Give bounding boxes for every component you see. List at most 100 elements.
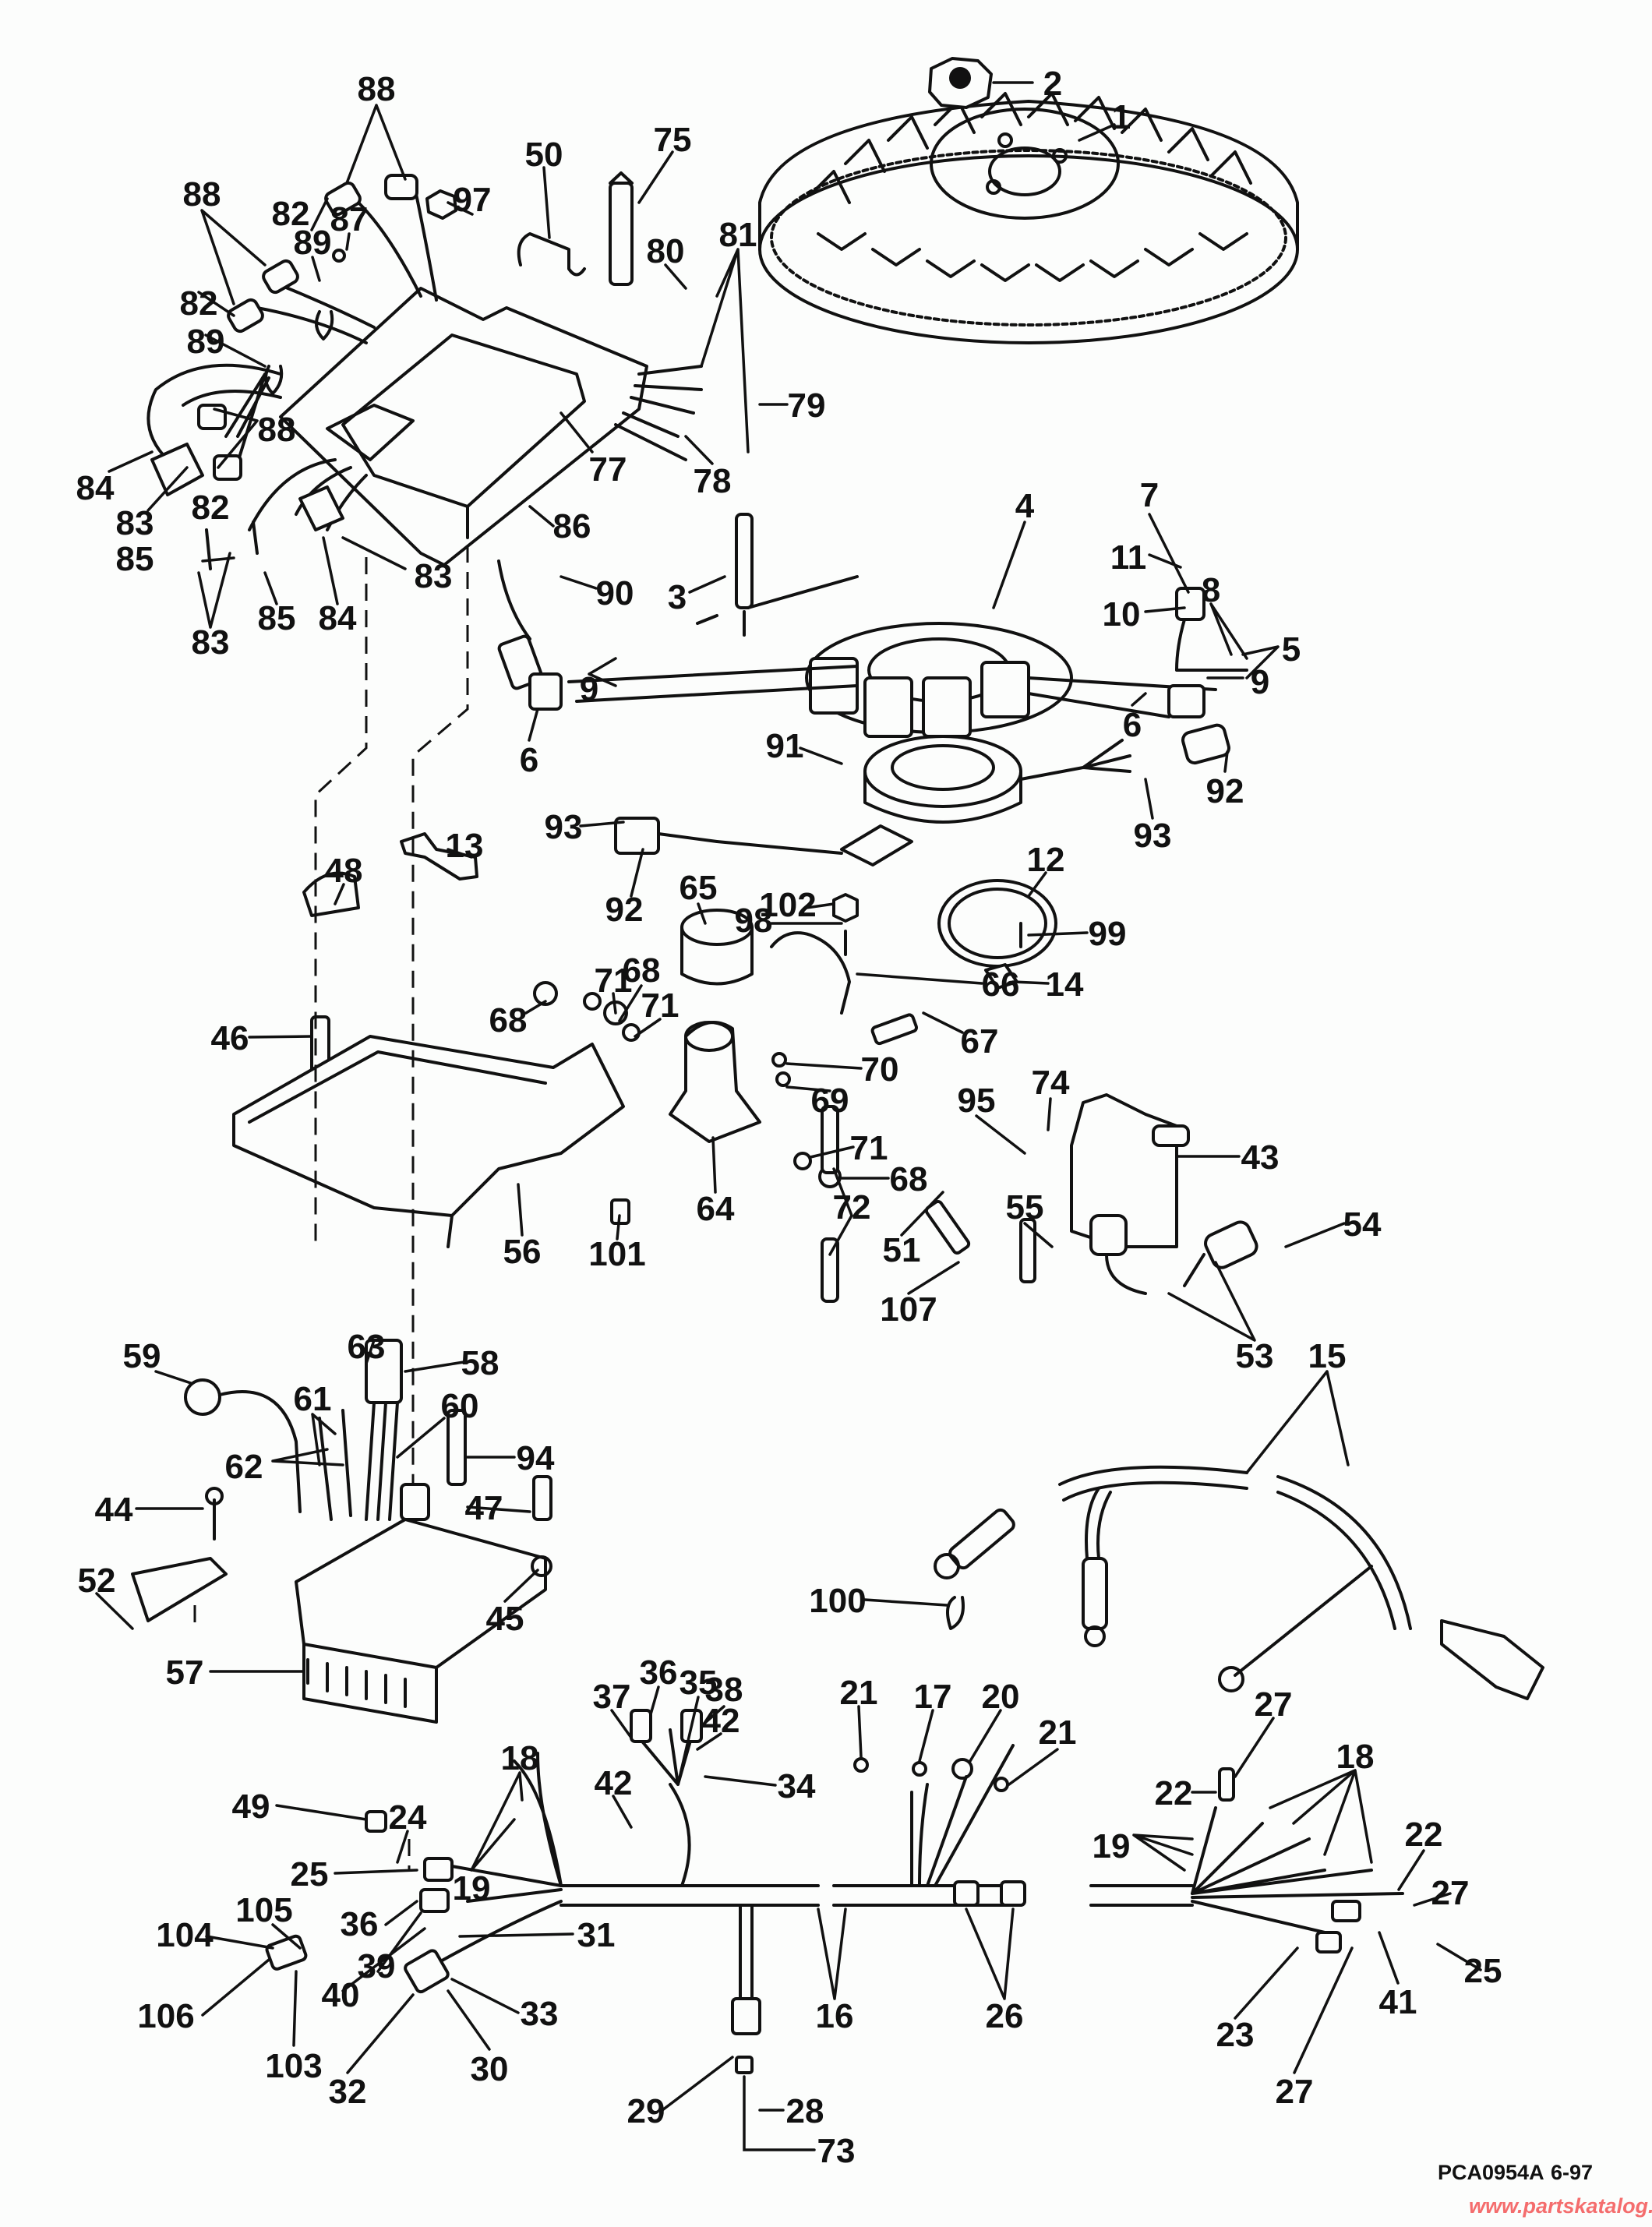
- callout-label: 63: [348, 1328, 386, 1366]
- callout-label: 75: [654, 121, 692, 159]
- wire-harness: [265, 1709, 1404, 2074]
- callout-label: 91: [766, 727, 804, 765]
- callout-label: 95: [958, 1082, 996, 1120]
- callout-label: 82: [180, 284, 218, 323]
- charge-coil: [614, 723, 1230, 866]
- callout-label: 42: [702, 1702, 740, 1740]
- callout-label: 58: [461, 1344, 499, 1382]
- callout-label: 85: [116, 540, 154, 578]
- callout-label: 107: [880, 1290, 937, 1329]
- callout-label: 25: [291, 1855, 329, 1893]
- callout-label: 50: [525, 136, 563, 174]
- flywheel-nut: [928, 57, 993, 109]
- drawing-date: 6-97: [1551, 2161, 1593, 2184]
- callout-label: 11: [1110, 538, 1147, 577]
- callout-label: 3: [668, 578, 687, 616]
- power-pack: [279, 287, 648, 566]
- hardware-top: [425, 171, 754, 637]
- retaining-ring: [937, 879, 1057, 968]
- callout-label: 71: [641, 986, 680, 1025]
- callout-label: 21: [1039, 1713, 1077, 1752]
- callout-label: 24: [389, 1798, 427, 1837]
- callout-label: 62: [225, 1448, 263, 1486]
- callout-label: 15: [1308, 1337, 1347, 1375]
- callout-label: 27: [1276, 2073, 1314, 2111]
- callout-label: 104: [156, 1916, 214, 1954]
- callout-label: 10: [1103, 595, 1141, 634]
- callout-label: 90: [596, 574, 634, 612]
- callout-label: 73: [817, 2132, 856, 2170]
- callout-label: 103: [265, 2047, 322, 2085]
- callout-label: 68: [623, 951, 661, 990]
- callout-label: 22: [1155, 1774, 1193, 1812]
- callout-label: 17: [914, 1678, 952, 1716]
- callout-label: 14: [1046, 965, 1084, 1004]
- callout-label: 88: [358, 70, 396, 108]
- callout-label: 16: [816, 1997, 854, 2035]
- callout-label: 8: [1202, 571, 1220, 609]
- callout-label: 43: [1241, 1138, 1280, 1177]
- callout-label: 2: [1043, 65, 1062, 103]
- callout-label: 69: [811, 1082, 849, 1120]
- callout-label: 84: [76, 469, 115, 507]
- callout-label: 9: [580, 670, 598, 708]
- callout-label: 57: [166, 1653, 204, 1692]
- callout-label: 81: [719, 216, 757, 254]
- callout-label: 65: [680, 869, 718, 907]
- callout-label: 106: [137, 1997, 194, 2035]
- drawing-code: PCA0954A: [1438, 2161, 1544, 2184]
- callout-label: 71: [595, 962, 633, 1000]
- callout-label: 88: [258, 411, 296, 449]
- spark-plug-leads: [924, 1199, 1258, 1295]
- callout-label: 7: [1140, 476, 1159, 514]
- callout-label: 13: [446, 827, 484, 865]
- small-hardware: [533, 893, 1022, 1303]
- callout-label: 82: [272, 195, 310, 233]
- callout-label: 92: [1206, 772, 1244, 810]
- callout-label: 22: [1405, 1816, 1443, 1854]
- callout-label: 4: [1015, 487, 1035, 525]
- callout-label: 59: [123, 1337, 161, 1375]
- power-pack-wires: [146, 178, 703, 641]
- callout-label: 83: [192, 623, 230, 662]
- callout-label: 29: [627, 2092, 665, 2130]
- callout-label: 68: [489, 1001, 528, 1039]
- callout-label: 42: [595, 1764, 633, 1802]
- callout-label: 37: [593, 1678, 631, 1716]
- callout-label: 78: [694, 462, 732, 500]
- callout-label: 85: [258, 599, 296, 637]
- callout-label: 39: [358, 1947, 396, 1985]
- callout-label: 31: [577, 1916, 616, 1954]
- callout-label: 101: [588, 1235, 645, 1273]
- callout-label: 27: [1431, 1874, 1470, 1912]
- callout-label: 45: [486, 1600, 524, 1638]
- callout-label: 83: [415, 557, 453, 595]
- callout-label: 41: [1379, 1983, 1417, 2021]
- callout-label: 9: [1251, 663, 1269, 701]
- callout-label: 36: [341, 1905, 379, 1943]
- callout-label: 12: [1027, 841, 1065, 879]
- callout-label: 6: [520, 741, 538, 779]
- callout-label: 64: [697, 1190, 735, 1228]
- callout-label: 83: [116, 504, 154, 542]
- callout-label: 18: [501, 1739, 539, 1777]
- callout-label: 89: [294, 224, 332, 262]
- ignition-coil: [1070, 1093, 1190, 1248]
- callout-label: 26: [986, 1997, 1024, 2035]
- bracket-66: [770, 931, 851, 1015]
- callout-label: 72: [833, 1188, 871, 1226]
- callout-label: 28: [786, 2092, 824, 2130]
- callout-label: 54: [1343, 1205, 1382, 1244]
- callout-label: 66: [982, 965, 1020, 1004]
- callout-label: 97: [454, 181, 492, 219]
- watermark: www.partskatalog.ru: [1469, 2194, 1652, 2218]
- callout-label: 35: [680, 1664, 718, 1702]
- callout-label: 20: [982, 1678, 1020, 1716]
- sleeve-65: [680, 909, 754, 986]
- callout-label: 70: [861, 1050, 899, 1089]
- callout-label: 21: [840, 1674, 878, 1712]
- regulator-hardware: [131, 1409, 552, 1622]
- callout-label: 56: [503, 1233, 542, 1271]
- connectors-top-left: [150, 174, 418, 570]
